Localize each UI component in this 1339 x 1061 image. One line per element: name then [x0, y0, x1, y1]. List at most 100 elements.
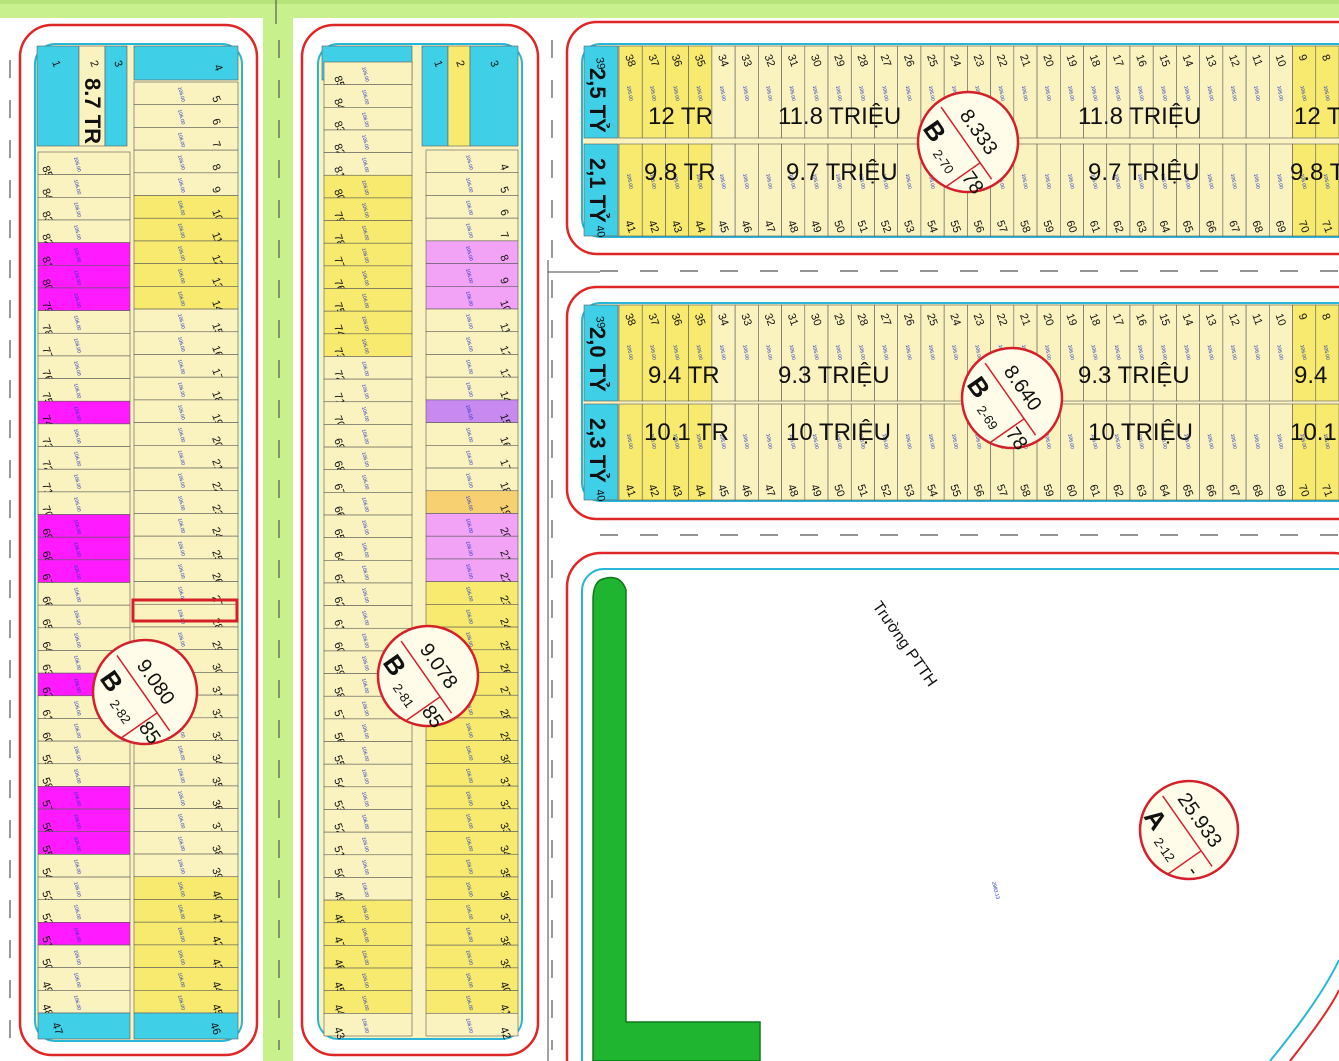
parcel-area-small: 2983.13 [990, 881, 1001, 900]
lot-number: 64 [1156, 219, 1171, 235]
lot-area: 106.00 [1043, 85, 1052, 101]
lot-area: 106.00 [360, 89, 370, 106]
lot-number: 53 [901, 219, 916, 235]
lot-number: 61 [1087, 219, 1102, 235]
lot-number: 62 [1110, 219, 1125, 235]
lot-area: 106.00 [176, 972, 186, 989]
lot-number: 9 [1296, 312, 1309, 322]
lot-area: 106.00 [72, 677, 82, 694]
corner-lot-40[interactable] [583, 143, 619, 237]
lot-number: 46 [207, 1021, 222, 1037]
lot-number: 15 [1156, 53, 1171, 69]
lot-area: 106.00 [360, 565, 370, 582]
lot-number: 41 [622, 219, 637, 235]
lot-number: 36 [669, 53, 684, 69]
lot-8[interactable] [133, 149, 239, 174]
lot-number: 1 [49, 59, 62, 69]
lot-area: 106.00 [464, 1018, 474, 1035]
lot-number: 8 [497, 253, 510, 263]
lot-area: 106.00 [625, 173, 634, 189]
lot-6[interactable] [133, 104, 239, 128]
lot-number: 25 [924, 312, 939, 328]
lot-area: 106.00 [464, 427, 474, 444]
lot-area: 106.00 [904, 85, 913, 101]
lot-number: 67 [1226, 483, 1241, 499]
lot-area: 106.00 [625, 85, 634, 101]
lot-area: 106.00 [360, 972, 370, 989]
park-strip [592, 576, 761, 1061]
lot-area: 106.00 [1275, 344, 1284, 360]
lot-area: 106.00 [360, 270, 370, 287]
lot-9[interactable] [133, 172, 239, 196]
lot-area: 106.00 [1090, 344, 1099, 360]
lot-42[interactable] [425, 1012, 519, 1037]
lot-area: 106.00 [360, 542, 370, 559]
lot-area: 106.00 [811, 344, 820, 360]
lot-number: 24 [947, 53, 962, 69]
corner-lot-3[interactable] [469, 45, 519, 147]
corner-lot-4[interactable] [133, 45, 239, 81]
lot-number: 43 [669, 483, 684, 499]
lot-area: 106.00 [1136, 433, 1145, 449]
lot-area: 106.00 [1043, 344, 1052, 360]
corner-lot-1[interactable] [421, 45, 449, 147]
lot-area: 106.00 [176, 404, 186, 421]
corner-lot-39[interactable] [583, 304, 619, 402]
lot-number: 17 [1110, 312, 1125, 328]
selected-lot-highlight[interactable] [131, 598, 239, 623]
lot-number: 27 [878, 312, 893, 328]
lot-area: 106.00 [671, 85, 680, 101]
lot-area: 106.00 [1136, 344, 1145, 360]
lot-number: 49 [808, 219, 823, 235]
lot-area: 106.00 [857, 173, 866, 189]
lot-area: 106.00 [72, 632, 82, 649]
lot-area: 106.00 [625, 433, 634, 449]
corner-lot-1[interactable] [36, 45, 80, 147]
lot-area: 106.00 [360, 134, 370, 151]
lot-area: 106.00 [834, 173, 843, 189]
lot-number: 57 [994, 219, 1009, 235]
lot-area: 106.00 [464, 313, 474, 330]
lot-area: 106.00 [834, 344, 843, 360]
corner-lot-39[interactable] [583, 45, 619, 139]
lot-5[interactable] [133, 81, 239, 106]
lot-7[interactable] [133, 127, 239, 151]
corner-lot-3[interactable] [104, 45, 128, 147]
lot-number: 5 [209, 94, 222, 104]
lot-area: 106.00 [72, 587, 82, 604]
lot-area: 106.00 [360, 610, 370, 627]
corner-lot-47[interactable] [37, 1012, 131, 1040]
lot-area: 106.00 [464, 927, 474, 944]
lot-number: 48 [785, 219, 800, 235]
lot-area: 106.00 [464, 586, 474, 603]
lot-number: 11 [1249, 312, 1264, 327]
corner-lot-46[interactable] [133, 1012, 239, 1040]
lot-area: 106.00 [72, 451, 82, 468]
lot-area: 106.00 [1322, 173, 1331, 189]
lot-area: 106.00 [176, 881, 186, 898]
lot-43[interactable] [323, 1013, 413, 1037]
corner-lot-40[interactable] [583, 403, 619, 501]
lot-area: 106.00 [1322, 433, 1331, 449]
lot-area: 106.00 [1229, 85, 1238, 101]
lot-area: 106.00 [1229, 433, 1238, 449]
lot-area: 106.00 [176, 563, 186, 580]
lot-area: 106.00 [360, 361, 370, 378]
lot-area: 106.00 [1252, 173, 1261, 189]
lot-area: 106.00 [176, 745, 186, 762]
lot-number: 19 [1063, 312, 1078, 328]
lot-number: 63 [1133, 483, 1148, 499]
bubble-A2-12[interactable]: 25.933-A2-12 [1121, 762, 1257, 898]
lot-area: 106.00 [360, 406, 370, 423]
lot-area: 106.00 [1113, 433, 1122, 449]
lot-area: 106.00 [72, 813, 82, 830]
side-price-label: 2,0 TỶ [585, 327, 610, 392]
lot-number: 21 [1017, 53, 1032, 69]
lot-area: 106.00 [695, 344, 704, 360]
corner-lot-2[interactable] [78, 45, 106, 147]
lot-number: 47 [762, 483, 777, 499]
lot-area: 106.00 [671, 433, 680, 449]
price-label: 9.3 TRIỆU [778, 362, 890, 389]
